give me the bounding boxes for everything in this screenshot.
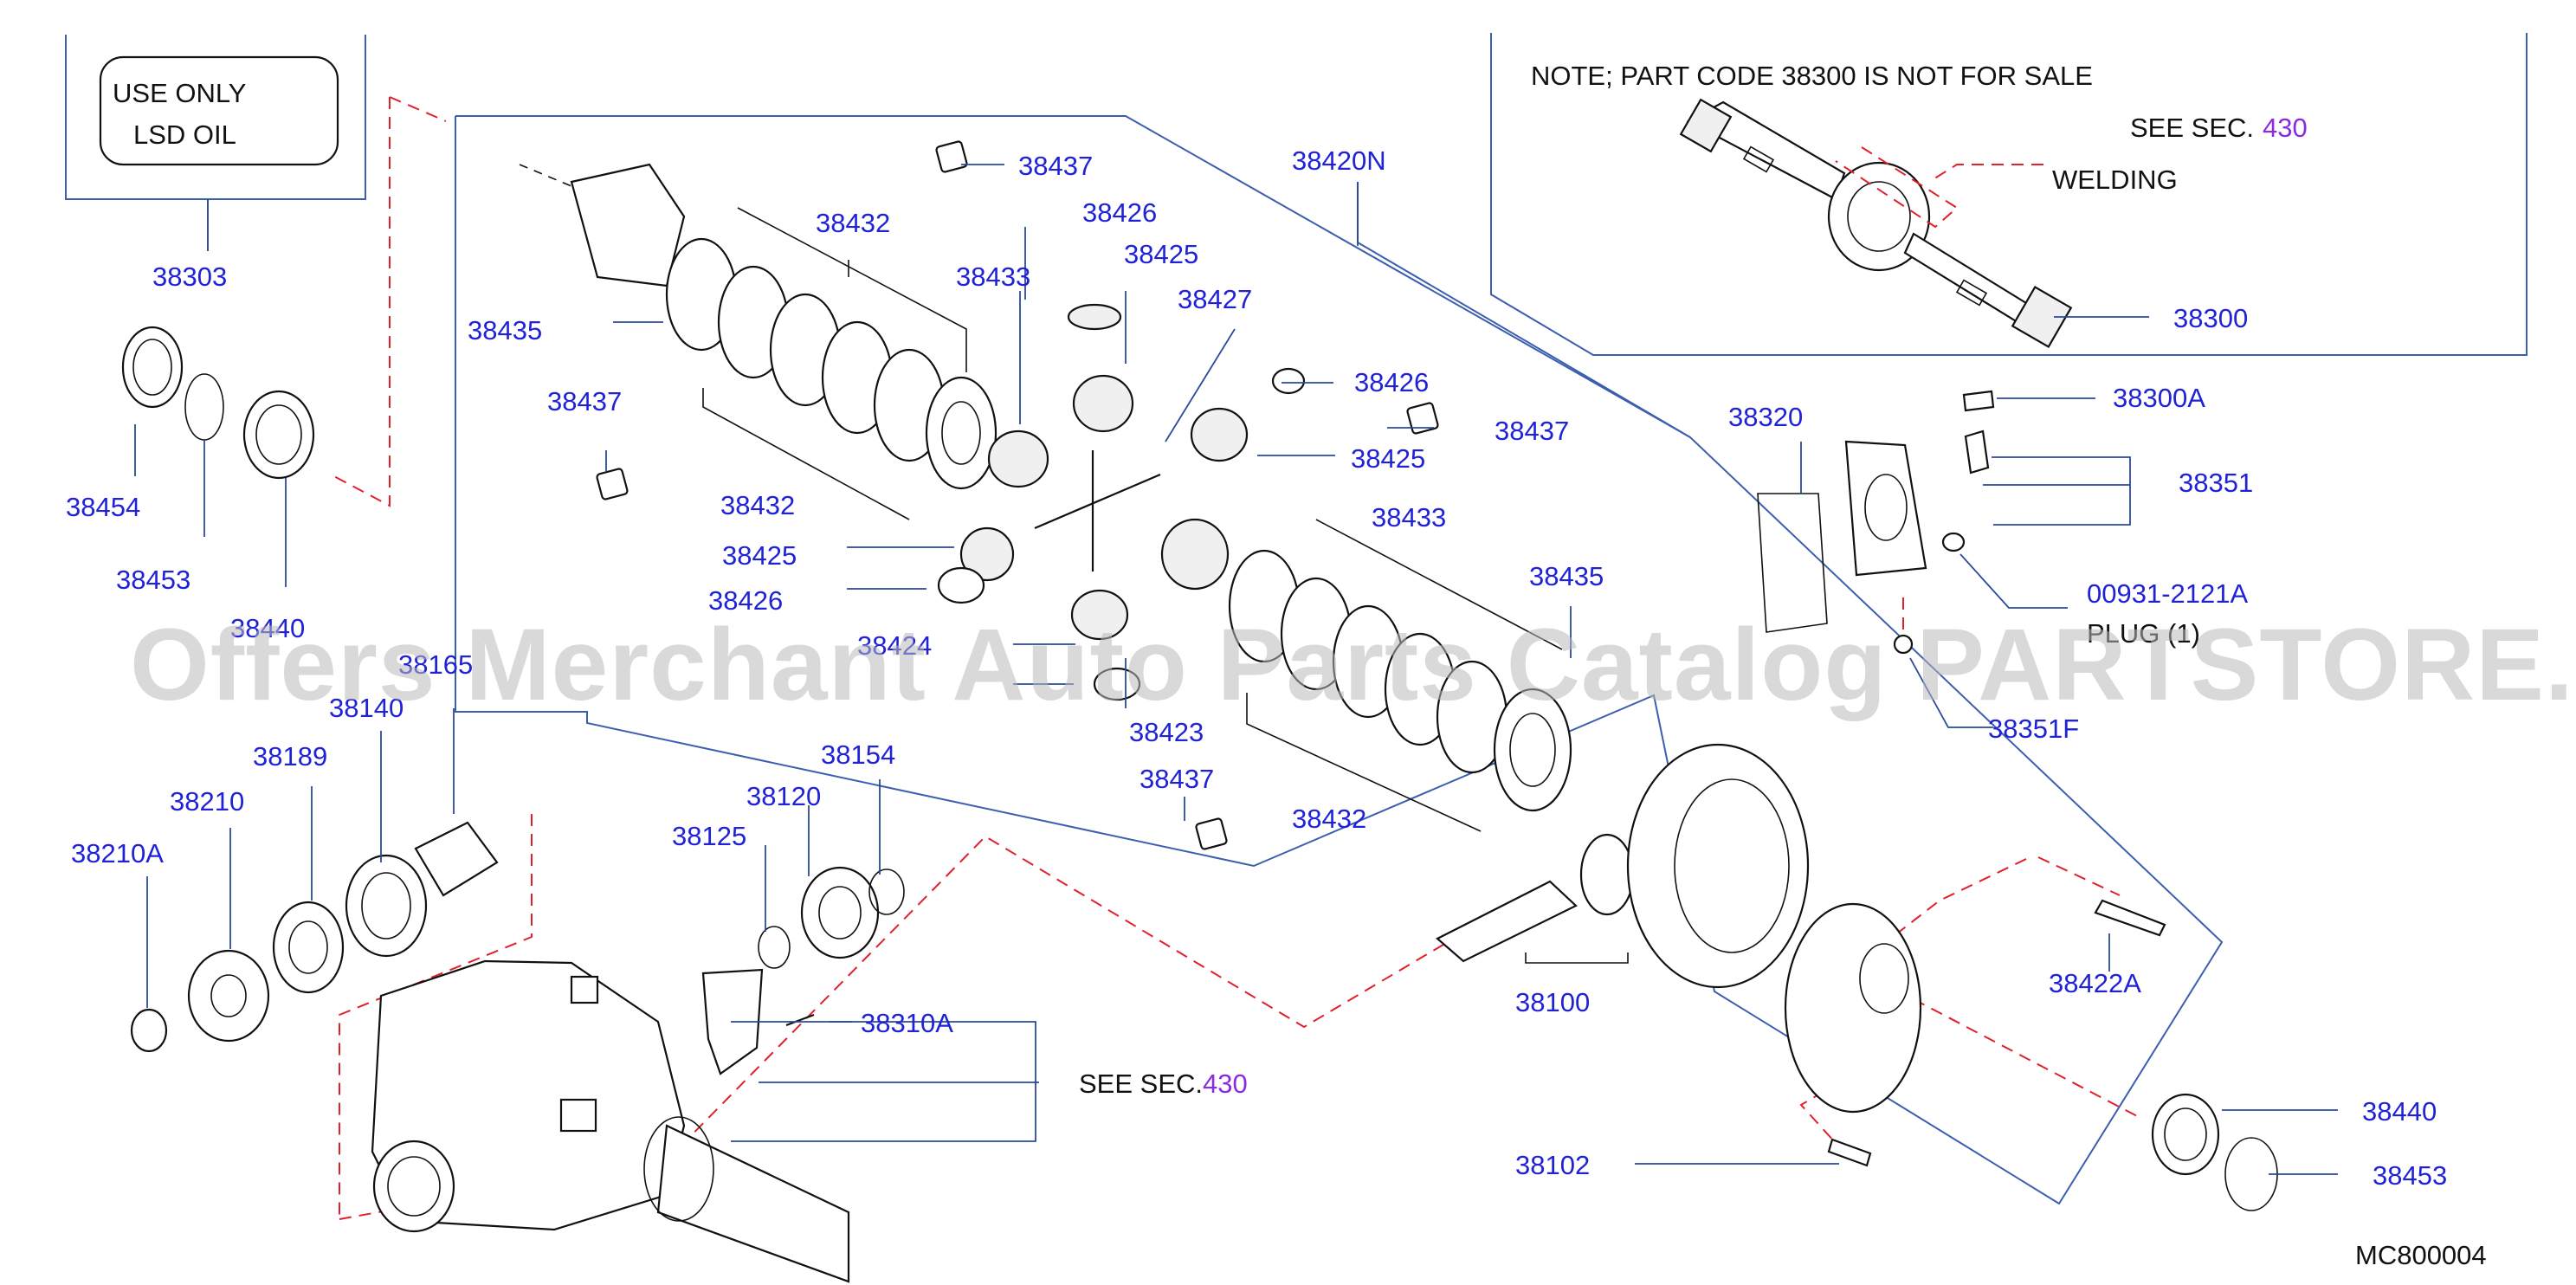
part-number-38310A[interactable]: 38310A: [861, 1008, 953, 1038]
part-number-38433[interactable]: 38433: [1372, 502, 1446, 533]
part-number-38210[interactable]: 38210: [170, 786, 244, 817]
part-number-38453[interactable]: 38453: [2373, 1160, 2447, 1191]
oil-note-line1: USE ONLY: [113, 78, 246, 108]
see-section-link: 430: [1203, 1069, 1248, 1099]
ring-pinion-gear-drawing: [1436, 743, 1810, 989]
part-number-38102[interactable]: 38102: [1515, 1150, 1590, 1180]
part-number-38437[interactable]: 38437: [547, 386, 622, 416]
leader-lines: [134, 164, 2338, 1175]
part-number-38120[interactable]: 38120: [746, 781, 821, 811]
part-number-38426[interactable]: 38426: [1354, 367, 1429, 397]
part-number-38453[interactable]: 38453: [116, 565, 190, 595]
part-number-38423[interactable]: 38423: [1129, 717, 1204, 747]
lsd-case-upper-drawing: [519, 163, 997, 520]
pinion-mates-drawing: [596, 140, 1439, 850]
part-number-38300[interactable]: 38300: [2173, 303, 2248, 333]
part-number-00931-2121A[interactable]: 00931-2121A: [2087, 578, 2248, 609]
note-see-sec[interactable]: SEE SEC. 430: [2130, 113, 2308, 143]
oil-note-line2: LSD OIL: [133, 119, 236, 150]
part-number-38435[interactable]: 38435: [1529, 561, 1604, 591]
part-number-38454[interactable]: 38454: [66, 492, 140, 522]
part-number-38303[interactable]: 38303: [152, 262, 227, 292]
part-number-38140[interactable]: 38140: [329, 693, 404, 723]
side-bearing-left-drawing: [121, 326, 315, 480]
part-number-38424[interactable]: 38424: [857, 630, 932, 661]
part-number-38425[interactable]: 38425: [722, 540, 797, 571]
part-number-38425[interactable]: 38425: [1351, 443, 1425, 474]
differential-case-drawing: [1784, 899, 2278, 1211]
part-number-38189[interactable]: 38189: [253, 741, 327, 772]
part-number-38440[interactable]: 38440: [230, 613, 305, 643]
carrier-housing-drawing: [371, 959, 850, 1283]
part-number-38432[interactable]: 38432: [720, 490, 795, 520]
part-number-38125[interactable]: 38125: [672, 821, 746, 851]
watermark-text: Offers Merchant Auto Parts Catalog PARTS…: [130, 608, 2576, 722]
part-number-38422A[interactable]: 38422A: [2049, 968, 2141, 998]
axle-housing-38300-drawing: [1679, 98, 2073, 349]
welding-label: WELDING: [2052, 165, 2178, 195]
rear-cover-drawing: [1757, 390, 1995, 655]
part-number-38427[interactable]: 38427: [1178, 284, 1252, 314]
see-section-label: SEE SEC.: [1079, 1069, 1203, 1099]
part-number-38437[interactable]: 38437: [1495, 416, 1569, 446]
part-number-38320[interactable]: 38320: [1728, 402, 1803, 432]
pinion-front-parts-drawing: [130, 821, 905, 1075]
part-number-38420N[interactable]: 38420N: [1292, 145, 1386, 176]
diagram-code: MC800004: [2355, 1240, 2487, 1270]
plug-note: PLUG (1): [2087, 618, 2200, 649]
part-number-38440[interactable]: 38440: [2362, 1096, 2437, 1127]
part-number-38351[interactable]: 38351: [2179, 468, 2253, 498]
note-see-label: SEE SEC.: [2130, 113, 2254, 143]
lsd-case-lower-drawing: [1160, 518, 1572, 832]
note-box: NOTE; PART CODE 38300 IS NOT FOR SALE SE…: [1490, 33, 2528, 356]
oil-note-box: USE ONLY LSD OIL: [65, 35, 366, 251]
part-number-38426[interactable]: 38426: [1082, 197, 1157, 228]
part-number-38426[interactable]: 38426: [708, 585, 783, 616]
note-text: NOTE; PART CODE 38300 IS NOT FOR SALE: [1531, 61, 2093, 91]
part-number-38351F[interactable]: 38351F: [1988, 714, 2079, 744]
note-sec-link: 430: [2263, 113, 2308, 143]
part-number-38165[interactable]: 38165: [398, 649, 473, 680]
part-number-labels: 38303 38454 38453 38440 38435 38432 3843…: [66, 145, 2447, 1191]
part-number-38300A[interactable]: 38300A: [2113, 383, 2205, 413]
part-number-38425[interactable]: 38425: [1124, 239, 1198, 269]
part-number-38435[interactable]: 38435: [468, 315, 542, 345]
part-number-38432[interactable]: 38432: [1292, 804, 1366, 834]
part-number-38437[interactable]: 38437: [1140, 764, 1214, 794]
see-section-ref[interactable]: SEE SEC.430: [1079, 1069, 1248, 1099]
part-number-38154[interactable]: 38154: [821, 739, 895, 770]
part-number-38437[interactable]: 38437: [1018, 151, 1093, 181]
part-number-38433[interactable]: 38433: [956, 262, 1030, 292]
part-number-38100[interactable]: 38100: [1515, 987, 1590, 1017]
part-number-38432[interactable]: 38432: [816, 208, 890, 238]
part-number-38210A[interactable]: 38210A: [71, 838, 164, 869]
